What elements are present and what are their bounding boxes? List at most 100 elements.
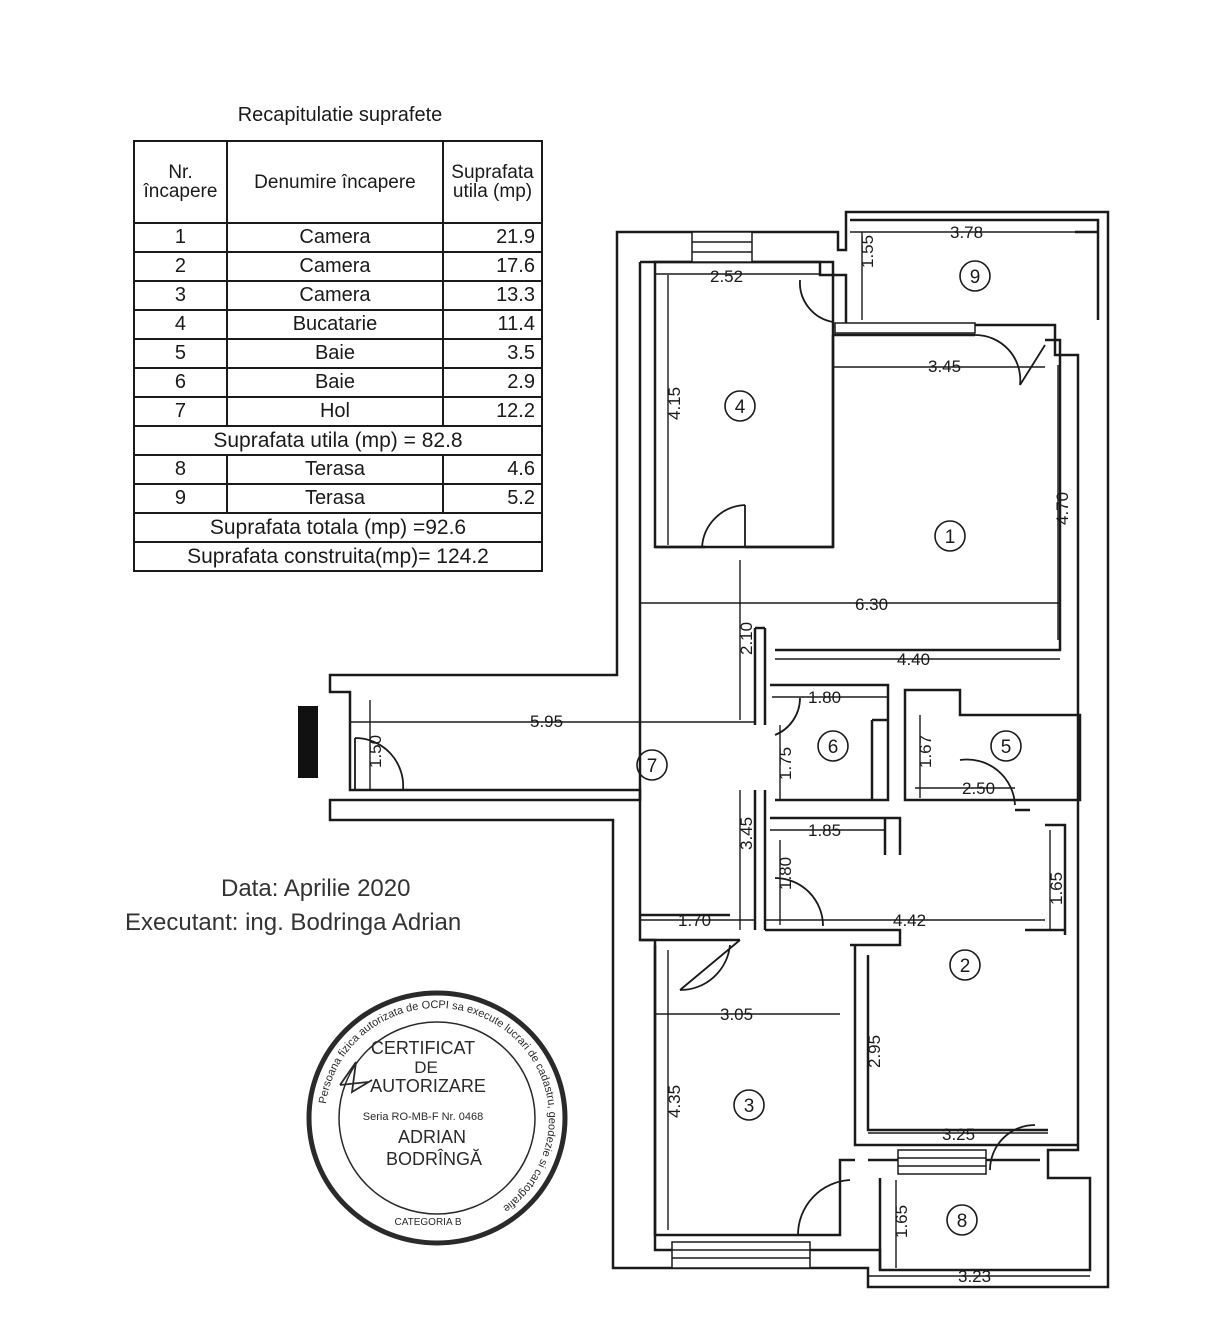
room-name: Terasa — [225, 483, 445, 514]
dim-label: 1.85 — [808, 821, 841, 840]
room-name: Bucatarie — [225, 309, 445, 340]
stamp-line-3: AUTORIZARE — [370, 1076, 486, 1096]
dim-label: 1.80 — [808, 688, 841, 707]
room-nr: 1 — [133, 222, 228, 253]
useful-total: Suprafata utila (mp) = 82.8 — [133, 425, 543, 456]
dim-label: 1.55 — [858, 235, 877, 268]
stamp-signature — [339, 1061, 373, 1094]
room-number-2: 2 — [960, 956, 971, 977]
grand-total: Suprafata totala (mp) =92.6 — [133, 512, 543, 543]
room-area: 3.5 — [442, 338, 543, 369]
date-label: Data: Aprilie 2020 — [221, 875, 411, 902]
room-number-circles — [636, 260, 1022, 1236]
dim-label: 3.45 — [737, 817, 756, 850]
dim-label: 3.78 — [950, 223, 983, 242]
room-number-5: 5 — [1001, 737, 1012, 758]
dim-label: 1.65 — [1047, 872, 1066, 905]
room-nr: 6 — [133, 367, 228, 398]
dim-label: 5.95 — [530, 712, 563, 731]
authorization-stamp: Persoana fizica autorizata de OCPI sa ex… — [306, 990, 568, 1246]
stamp-category: CATEGORIA B — [394, 1217, 461, 1228]
dim-label: 1.65 — [892, 1205, 911, 1238]
dim-label: 6.30 — [855, 595, 888, 614]
doors — [354, 279, 1046, 1236]
room-nr: 5 — [133, 338, 228, 369]
room-number-7: 7 — [647, 756, 658, 777]
stamp-line-2: DE — [414, 1058, 438, 1077]
dim-label: 2.10 — [737, 622, 756, 655]
header-area: Suprafata utila (mp) — [442, 140, 543, 224]
built-total-row: Suprafata construita(mp)= 124.2 — [133, 541, 543, 572]
room-area: 11.4 — [442, 309, 543, 340]
dim-label: 2.52 — [710, 267, 743, 286]
room-area: 13.3 — [442, 280, 543, 311]
room-number-9: 9 — [970, 267, 981, 288]
dim-label: 3.45 — [928, 357, 961, 376]
dimension-lines — [350, 231, 1098, 1277]
room-nr: 9 — [133, 483, 228, 514]
room-name: Camera — [225, 280, 445, 311]
dim-label: 4.40 — [897, 650, 930, 669]
built-total: Suprafata construita(mp)= 124.2 — [133, 541, 543, 572]
room-number-3: 3 — [744, 1096, 755, 1117]
header-name: Denumire încapere — [225, 140, 445, 224]
room-name: Terasa — [225, 454, 445, 485]
dim-label: 4.70 — [1053, 492, 1072, 525]
room-area: 2.9 — [442, 367, 543, 398]
room-number-8: 8 — [957, 1211, 968, 1232]
dim-label: 2.95 — [865, 1035, 884, 1068]
dim-label: 4.35 — [665, 1085, 684, 1118]
room-nr: 2 — [133, 251, 228, 282]
executant-label: Executant: ing. Bodringa Adrian — [125, 909, 462, 936]
room-number-6: 6 — [828, 737, 839, 758]
room-area: 17.6 — [442, 251, 543, 282]
room-area: 12.2 — [442, 396, 543, 427]
table-caption: Recapitulatie suprafete — [237, 104, 443, 126]
dim-label: 1.50 — [366, 735, 385, 768]
table-header-row: Nr. încapere Denumire încapere Suprafata… — [133, 140, 543, 224]
dim-label: 4.42 — [893, 911, 926, 930]
room-name: Baie — [225, 338, 445, 369]
room-area: 4.6 — [442, 454, 543, 485]
room-area: 21.9 — [442, 222, 543, 253]
document-meta: Data: Aprilie 2020 Executant: ing. Bodri… — [125, 872, 461, 940]
room-nr: 8 — [133, 454, 228, 485]
room-name: Camera — [225, 251, 445, 282]
room-number-4: 4 — [735, 397, 746, 418]
dim-label: 3.05 — [720, 1005, 753, 1024]
stamp-ring-text: Persoana fizica autorizata de OCPI sa ex… — [317, 999, 558, 1215]
dim-label: 3.25 — [942, 1125, 975, 1144]
dim-label: 1.67 — [916, 735, 935, 768]
room-number-1: 1 — [945, 527, 956, 548]
stamp-serial: Seria RO-MB-F Nr. 0468 — [363, 1111, 483, 1123]
stamp-line-1: CERTIFICAT — [371, 1038, 475, 1058]
room-area: 5.2 — [442, 483, 543, 514]
room-name: Hol — [225, 396, 445, 427]
header-nr: Nr. încapere — [133, 140, 228, 224]
dim-label: 2.50 — [962, 779, 995, 798]
stamp-name-1: ADRIAN — [398, 1127, 466, 1147]
room-number-labels: 1 2 3 4 5 6 7 8 9 — [647, 267, 1012, 1232]
dim-label: 1.75 — [776, 747, 795, 780]
dim-label: 1.80 — [776, 857, 795, 890]
room-name: Camera — [225, 222, 445, 253]
dim-label: 4.15 — [665, 387, 684, 420]
entry-marker — [298, 706, 318, 778]
walls — [328, 210, 1110, 1289]
useful-total-row: Suprafata utila (mp) = 82.8 — [133, 425, 543, 456]
room-nr: 4 — [133, 309, 228, 340]
dim-label: 3.23 — [958, 1267, 991, 1286]
dimension-labels: 3.78 1.55 2.52 3.45 4.15 4.70 6.30 2.10 … — [366, 223, 1072, 1286]
dim-label: 1.70 — [678, 911, 711, 930]
room-nr: 3 — [133, 280, 228, 311]
stamp-name-2: BODRÎNGĂ — [386, 1149, 482, 1169]
room-nr: 7 — [133, 396, 228, 427]
